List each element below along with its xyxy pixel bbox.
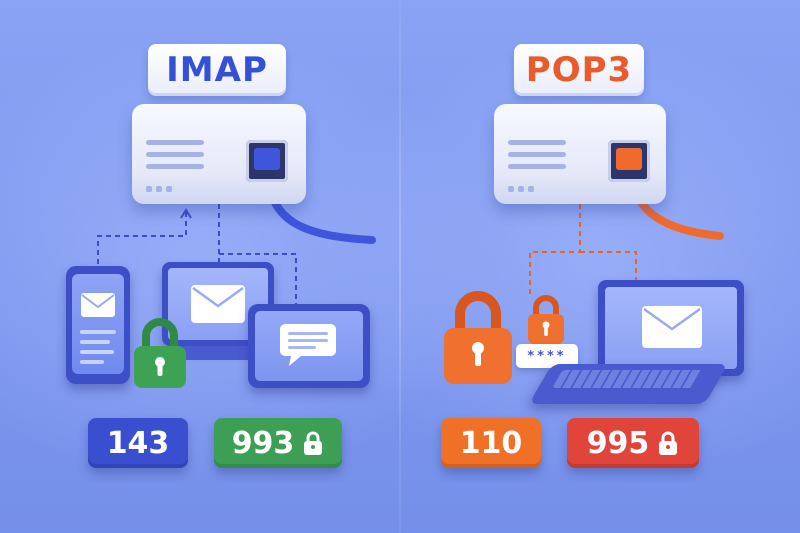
padlock-icon	[528, 295, 564, 344]
imap-secure-port-badge: 993	[214, 418, 342, 468]
server-vent	[146, 164, 204, 169]
envelope-icon	[191, 285, 245, 323]
pop3-plain-port: 110	[459, 425, 523, 461]
server-vent	[146, 140, 204, 145]
pop3-secure-port-badge: 995	[567, 418, 699, 468]
laptop-icon	[598, 280, 744, 376]
imap-title: IMAP	[148, 44, 286, 96]
server-led	[508, 186, 514, 192]
ethernet-port-icon	[608, 140, 650, 182]
imap-plain-port: 143	[106, 425, 170, 461]
laptop-base	[528, 364, 728, 404]
server-led	[528, 186, 534, 192]
server-led	[146, 186, 152, 192]
server-vent	[508, 152, 566, 157]
imap-sync-arrow	[180, 208, 192, 219]
imap-server	[132, 104, 306, 204]
imap-plain-port-badge: 143	[88, 418, 188, 468]
lock-icon	[304, 431, 323, 455]
chat-bubble-icon	[280, 324, 336, 366]
server-vent	[146, 152, 204, 157]
server-led	[166, 186, 172, 192]
padlock-icon	[444, 291, 512, 384]
ethernet-port-icon	[246, 140, 288, 182]
pop3-download-line-laptop	[580, 251, 637, 282]
lock-icon	[659, 431, 678, 455]
server-vent	[508, 140, 566, 145]
pop3-server	[494, 104, 666, 204]
pop3-secure-port: 995	[586, 425, 650, 461]
phone-icon	[66, 266, 130, 384]
imap-secure-port: 993	[231, 425, 295, 461]
envelope-icon	[81, 293, 115, 317]
server-led	[518, 186, 524, 192]
panel-divider	[399, 0, 401, 533]
tablet-icon	[248, 304, 370, 388]
keyboard	[552, 370, 703, 388]
server-vent	[508, 164, 566, 169]
envelope-icon	[642, 306, 702, 348]
pop3-download-line	[529, 204, 581, 296]
server-led	[156, 186, 162, 192]
pop3-plain-port-badge: 110	[441, 418, 541, 468]
imap-sync-line-phone	[97, 212, 187, 268]
padlock-icon	[134, 318, 186, 388]
pop3-title: POP3	[514, 44, 644, 96]
